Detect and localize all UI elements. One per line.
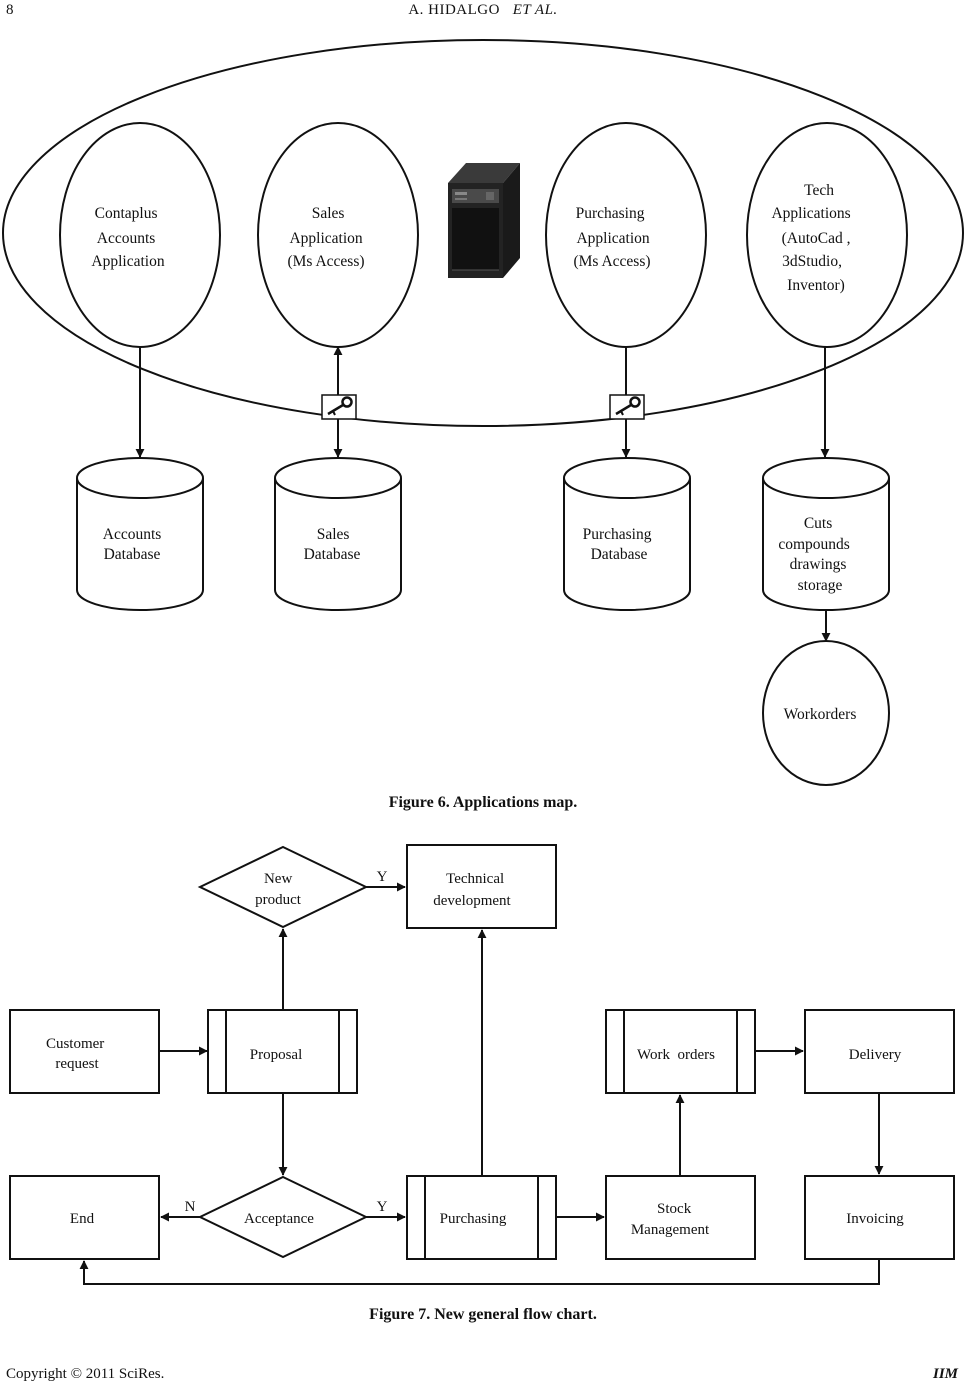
copyright-footer: Copyright © 2011 SciRes.: [6, 1366, 165, 1382]
new-product-line: New: [264, 871, 292, 887]
app-label-line: Sales: [312, 205, 345, 222]
customer-request-line: request: [55, 1056, 99, 1072]
app-label-line: Inventor): [787, 277, 845, 294]
acceptance-label: Acceptance: [244, 1211, 314, 1227]
invoicing-box: [804, 1175, 955, 1260]
app-label-line: Application: [289, 230, 362, 247]
app-label-line: Contaplus: [95, 205, 158, 222]
end-label: End: [70, 1211, 95, 1227]
running-head: A. HIDALGO ET AL.: [0, 2, 966, 19]
yes-label: Y: [377, 869, 388, 885]
workorders-label: Workorders: [784, 706, 857, 723]
tech-app-label: Tech Applications (AutoCad , 3dStudio, I…: [771, 182, 854, 294]
db-label-line: Database: [591, 546, 648, 563]
work-orders-label: Work orders: [637, 1047, 715, 1063]
purchasing-label: Purchasing: [440, 1211, 507, 1227]
db-label-line: Database: [104, 546, 161, 563]
journal-abbrev: IIM: [932, 1366, 958, 1382]
tech-app-oval: [746, 122, 908, 348]
app-label-line: (Ms Access): [287, 253, 364, 270]
db-label-line: compounds: [778, 536, 849, 553]
app-label-line: Tech: [804, 182, 834, 199]
server-tower-icon: [448, 163, 520, 278]
yes-label: Y: [377, 1199, 388, 1215]
db-label-line: Accounts: [103, 526, 162, 543]
invoicing-to-end-arrow: [79, 1259, 880, 1285]
db-label-line: storage: [798, 577, 843, 594]
technical-development-line: Technical: [446, 871, 504, 887]
technical-development-box: [406, 844, 557, 929]
db-label-line: Cuts: [804, 515, 832, 532]
app-label-line: Applications: [771, 205, 850, 222]
customer-request-line: Customer: [46, 1036, 104, 1052]
sales-database-label: Sales Database: [304, 526, 361, 563]
purchasing-app-label: Purchasing Application (Ms Access): [573, 205, 653, 270]
app-label-line: (Ms Access): [573, 253, 650, 270]
accounts-database-label: Accounts Database: [103, 526, 165, 563]
app-label-line: (AutoCad ,: [782, 230, 851, 247]
key-icon: [321, 394, 357, 420]
new-product-label: New product: [255, 871, 302, 908]
app-label-line: Accounts: [97, 230, 156, 247]
app-label-line: Application: [576, 230, 649, 247]
storage-database-label: Cuts compounds drawings storage: [778, 515, 853, 594]
delivery-label: Delivery: [849, 1047, 902, 1063]
system-boundary-ellipse: [2, 39, 964, 427]
acceptance-diamond: [197, 1175, 369, 1259]
running-head-etal: ET AL.: [512, 2, 558, 18]
no-label: N: [185, 1199, 196, 1215]
running-head-authors: A. HIDALGO: [408, 2, 500, 18]
stock-management-line: Stock: [657, 1201, 692, 1217]
stock-management-box: [605, 1175, 756, 1260]
applications-map-figure: Contaplus Accounts Application Sales App…: [2, 39, 964, 786]
db-label-line: Purchasing: [583, 526, 652, 543]
purchasing-database-cylinder: [563, 457, 691, 611]
flow-chart-figure: New product Y Technical development Cust…: [9, 844, 955, 1285]
db-label-line: Database: [304, 546, 361, 563]
purchasing-database-label: Purchasing Database: [583, 526, 656, 563]
customer-request-box: [9, 1009, 160, 1094]
db-label-line: drawings: [790, 556, 847, 573]
new-product-line: product: [255, 892, 302, 908]
technical-development-label: Technical development: [433, 871, 511, 909]
storage-database-cylinder: [762, 457, 890, 611]
workorders-oval: [762, 640, 890, 786]
end-box: [9, 1175, 160, 1260]
db-label-line: Sales: [317, 526, 350, 543]
accounts-database-cylinder: [76, 457, 204, 611]
contaplus-app-label: Contaplus Accounts Application: [91, 205, 164, 270]
app-label-line: Application: [91, 253, 164, 270]
key-icon: [609, 394, 645, 420]
sales-database-cylinder: [274, 457, 402, 611]
app-label-line: Purchasing: [576, 205, 645, 222]
sales-app-label: Sales Application (Ms Access): [287, 205, 366, 270]
customer-request-label: Customer request: [46, 1036, 108, 1072]
technical-development-line: development: [433, 893, 511, 909]
figure-7-caption: Figure 7. New general flow chart.: [369, 1306, 597, 1323]
figure-6-caption: Figure 6. Applications map.: [388, 794, 578, 811]
work-orders-box: [605, 1009, 756, 1094]
invoicing-label: Invoicing: [846, 1211, 904, 1227]
new-product-diamond: [197, 845, 369, 929]
proposal-label: Proposal: [250, 1047, 303, 1063]
app-label-line: 3dStudio,: [782, 253, 842, 270]
page-number: 8: [6, 2, 14, 18]
purchasing-box: [406, 1175, 557, 1260]
stock-management-label: Stock Management: [631, 1201, 710, 1238]
proposal-box: [207, 1009, 358, 1094]
stock-management-line: Management: [631, 1222, 710, 1238]
